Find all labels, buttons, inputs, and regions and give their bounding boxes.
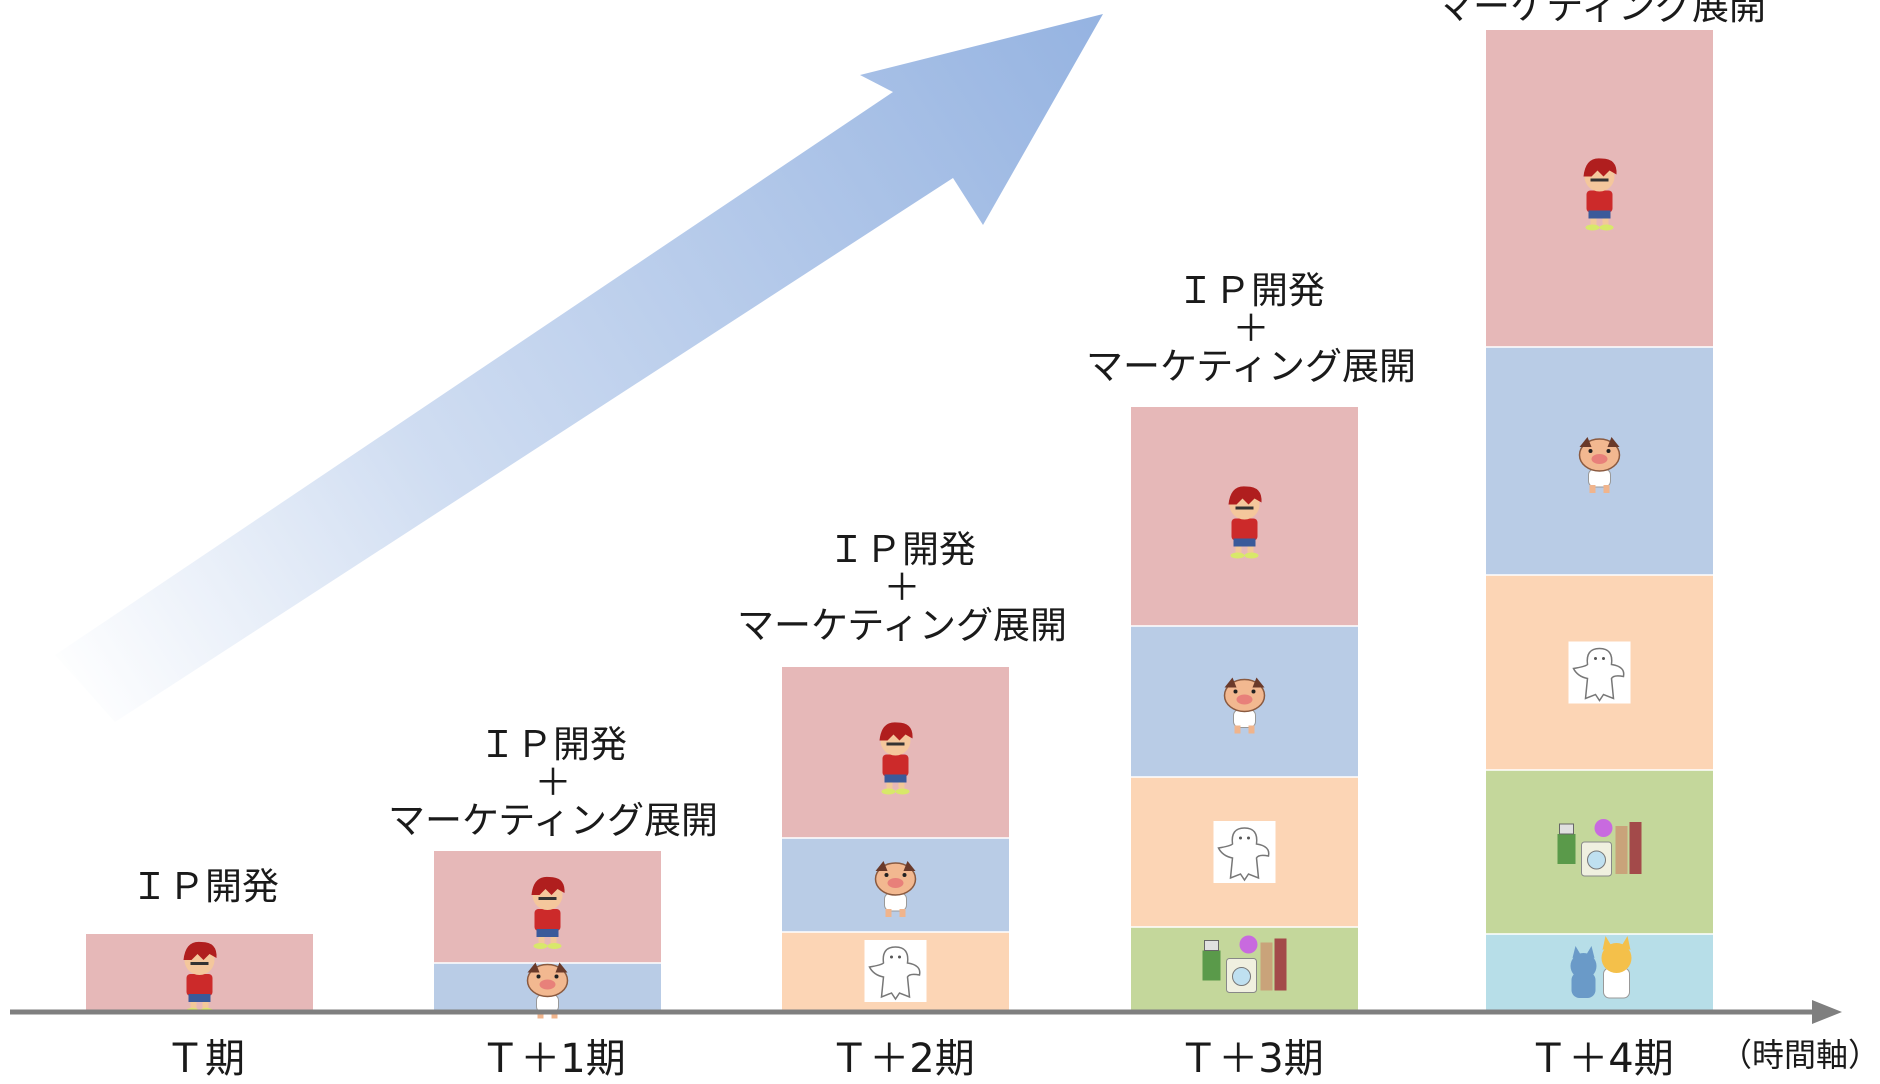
label-marketing: マーケティング展開 xyxy=(736,604,1068,647)
bar-label-t2: ＩＰ開発 ＋ マーケティング展開 xyxy=(737,531,1067,645)
red-boy-character-icon xyxy=(1228,486,1262,559)
white-ghost-character-icon xyxy=(1568,641,1631,704)
label-ip-dev: ＩＰ開発 xyxy=(1176,269,1325,312)
label-plus: ＋ xyxy=(534,761,572,804)
pig-character-icon xyxy=(874,861,917,917)
period-label-t3: Ｔ＋3期 xyxy=(1178,1036,1324,1082)
bar-4-segment-cyan xyxy=(1486,934,1713,1010)
bar-label-t1: ＩＰ開発 ＋ マーケティング展開 xyxy=(388,726,718,840)
characters-group xyxy=(183,158,1642,1019)
appliance-group-character-icon xyxy=(1557,819,1642,877)
label-plus: ＋ xyxy=(883,566,921,609)
bar-label-t3: ＩＰ開発 ＋ マーケティング展開 xyxy=(1086,272,1416,386)
white-ghost-character-icon xyxy=(864,940,927,1002)
time-axis-arrowhead xyxy=(1812,1000,1842,1024)
label-marketing: マーケティング展開 xyxy=(1085,345,1417,388)
bar-label-t4: マーケティング展開 xyxy=(1436,0,1766,26)
label-plus: ＋ xyxy=(1232,307,1270,350)
label-ip-dev: ＩＰ開発 xyxy=(131,865,279,908)
cat-pair-character-icon xyxy=(1570,936,1632,999)
pig-character-icon xyxy=(1223,677,1266,734)
red-boy-character-icon xyxy=(1583,158,1617,231)
bar-label-t: ＩＰ開発 xyxy=(131,868,279,906)
appliance-group-character-icon xyxy=(1202,935,1287,993)
pig-character-icon xyxy=(1578,437,1621,493)
growth-arrow xyxy=(55,14,1103,722)
period-label-t4: Ｔ＋4期 xyxy=(1528,1036,1674,1082)
period-label-t1: Ｔ＋1期 xyxy=(480,1036,626,1082)
red-boy-character-icon xyxy=(879,722,913,795)
period-label-t2: Ｔ＋2期 xyxy=(829,1036,975,1082)
label-ip-dev: ＩＰ開発 xyxy=(478,723,627,766)
period-label-t: Ｔ期 xyxy=(165,1036,245,1082)
white-ghost-character-icon xyxy=(1213,821,1276,883)
label-marketing: マーケティング展開 xyxy=(1435,0,1767,28)
label-marketing: マーケティング展開 xyxy=(387,799,719,842)
label-ip-dev: ＩＰ開発 xyxy=(827,528,976,571)
stage: ＩＰ開発 ＩＰ開発 ＋ マーケティング展開 ＩＰ開発 ＋ マーケティング展開 Ｉ… xyxy=(10,0,1880,1082)
growth-diagram xyxy=(10,14,1842,1024)
red-boy-character-icon xyxy=(531,876,565,949)
time-axis-label: （時間軸） xyxy=(1720,1036,1880,1074)
